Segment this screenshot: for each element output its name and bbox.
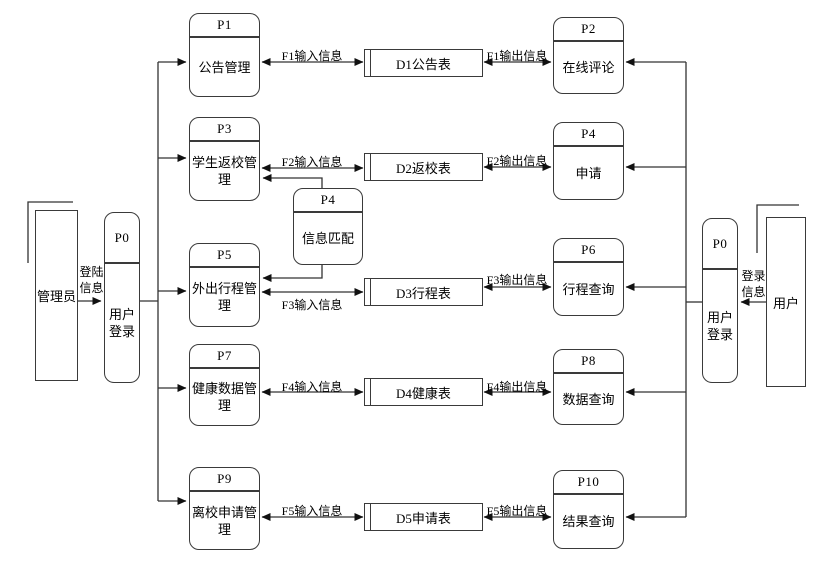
process-id: P2 — [554, 18, 623, 42]
process-p3: P3 学生返校管理 — [189, 117, 260, 201]
right-bus — [625, 58, 687, 521]
flow-label-f2-out: F2输出信息 — [486, 154, 548, 168]
data-store-d3: D3行程表 — [364, 278, 483, 306]
process-label: 数据查询 — [562, 391, 615, 407]
flow-label-f2-in: F2输入信息 — [281, 155, 343, 169]
process-id: P4 — [554, 123, 623, 147]
process-id: P10 — [554, 471, 623, 495]
process-p0-left: P0 用户 登录 — [104, 212, 140, 383]
process-id: P0 — [703, 219, 737, 270]
left-bus — [157, 58, 187, 505]
store-left-bar — [370, 154, 371, 180]
process-id: P4 — [294, 189, 362, 213]
process-id: P0 — [105, 213, 139, 264]
flow-label-f3-out: F3输出信息 — [486, 273, 548, 287]
data-store-d2: D2返校表 — [364, 153, 483, 181]
process-p5: P5 外出行程管理 — [189, 243, 260, 327]
flow-label-f1-in: F1输入信息 — [281, 49, 343, 63]
store-left-bar — [370, 379, 371, 405]
process-p4-matcher: P4 信息匹配 — [293, 188, 363, 265]
user-label: 用户 — [772, 295, 799, 311]
process-p2: P2 在线评论 — [553, 17, 624, 94]
process-p4-right: P4 申请 — [553, 122, 624, 200]
admin-entity-bracket — [27, 201, 73, 263]
flow-label-f1-out: F1输出信息 — [486, 49, 548, 63]
data-store-d5: D5申请表 — [364, 503, 483, 531]
process-label: 学生返校管理 — [192, 155, 258, 187]
user-entity-bracket — [756, 204, 799, 253]
process-label: 公告管理 — [198, 59, 251, 75]
store-left-bar — [370, 279, 371, 305]
process-label: 行程查询 — [562, 281, 615, 297]
flow-label-f3-in: F3输入信息 — [281, 298, 343, 312]
input-flow-arrows — [261, 58, 364, 521]
data-store-d4: D4健康表 — [364, 378, 483, 406]
flow-label-f4-out: F4输出信息 — [486, 380, 548, 394]
process-label: 申请 — [575, 165, 602, 181]
admin-label: 管理员 — [36, 289, 76, 304]
external-entity-user: 用户 — [766, 217, 806, 387]
process-p0-right: P0 用户 登录 — [702, 218, 738, 383]
process-p8: P8 数据查询 — [553, 349, 624, 425]
process-label: 健康数据管理 — [192, 381, 258, 413]
store-label: D5申请表 — [396, 510, 451, 526]
flow-label-f5-out: F5输出信息 — [486, 504, 548, 518]
process-p10: P10 结果查询 — [553, 470, 624, 549]
process-id: P8 — [554, 350, 623, 374]
process-label: 外出行程管理 — [192, 281, 258, 313]
process-label: 在线评论 — [562, 60, 615, 75]
matcher-connectors — [262, 174, 323, 282]
output-flow-arrows — [483, 58, 552, 521]
store-label: D2返校表 — [396, 160, 451, 176]
flow-label-f5-in: F5输入信息 — [281, 504, 343, 518]
process-label: 用户 登录 — [706, 310, 733, 342]
process-p9: P9 离校申请管理 — [189, 467, 260, 550]
process-id: P6 — [554, 239, 623, 263]
process-label: 离校申请管理 — [192, 504, 258, 537]
process-label: 结果查询 — [562, 514, 615, 529]
store-label: D1公告表 — [396, 56, 451, 72]
flow-label-f4-in: F4输入信息 — [281, 380, 343, 394]
process-id: P1 — [190, 14, 259, 38]
store-left-bar — [370, 50, 371, 76]
user-login-flow-label: 登录 信息 — [741, 269, 766, 299]
process-id: P5 — [190, 244, 259, 268]
process-p7: P7 健康数据管理 — [189, 344, 260, 426]
process-p6: P6 行程查询 — [553, 238, 624, 316]
process-p1: P1 公告管理 — [189, 13, 260, 97]
admin-login-flow-label: 登陆 信息 — [79, 265, 104, 295]
process-label: 信息匹配 — [301, 231, 354, 246]
process-id: P7 — [190, 345, 259, 369]
process-id: P9 — [190, 468, 259, 492]
store-label: D4健康表 — [396, 385, 451, 401]
external-entity-admin: 管理员 — [35, 210, 78, 381]
store-left-bar — [370, 504, 371, 530]
store-label: D3行程表 — [396, 285, 451, 301]
process-id: P3 — [190, 118, 259, 142]
process-label: 用户 登录 — [108, 307, 135, 339]
data-store-d1: D1公告表 — [364, 49, 483, 77]
